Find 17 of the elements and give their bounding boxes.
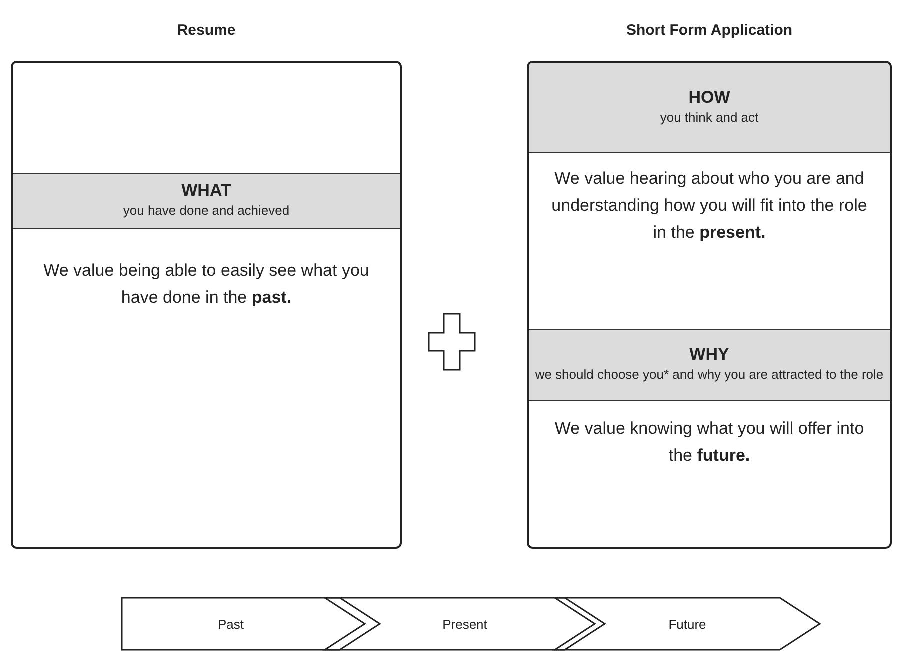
chevron-step-label: Future	[595, 598, 780, 650]
section-subtitle: you have done and achieved	[123, 202, 290, 220]
section-text: We value knowing what you will offer into the future.	[544, 401, 875, 541]
section-band	[529, 329, 890, 401]
section-text: We value being able to easily see what you have done in the past.	[33, 229, 380, 369]
section-title: HOW	[688, 88, 730, 108]
section-band	[529, 63, 890, 153]
section-title: WHY	[690, 345, 730, 366]
chevron-step-label: Present	[365, 598, 565, 650]
section-band	[13, 173, 400, 229]
section-subtitle: you think and act	[660, 108, 759, 127]
section-subtitle: we should choose you* and why you are attracted to the role	[535, 366, 884, 384]
column-heading: Short Form Application	[625, 22, 794, 39]
section-text: We value hearing about who you are and understanding how you will fit into the role in the present.	[544, 153, 875, 329]
column-heading: Resume	[176, 22, 237, 39]
section-title: WHAT	[182, 181, 232, 202]
chevron-step-label: Past	[122, 598, 340, 650]
